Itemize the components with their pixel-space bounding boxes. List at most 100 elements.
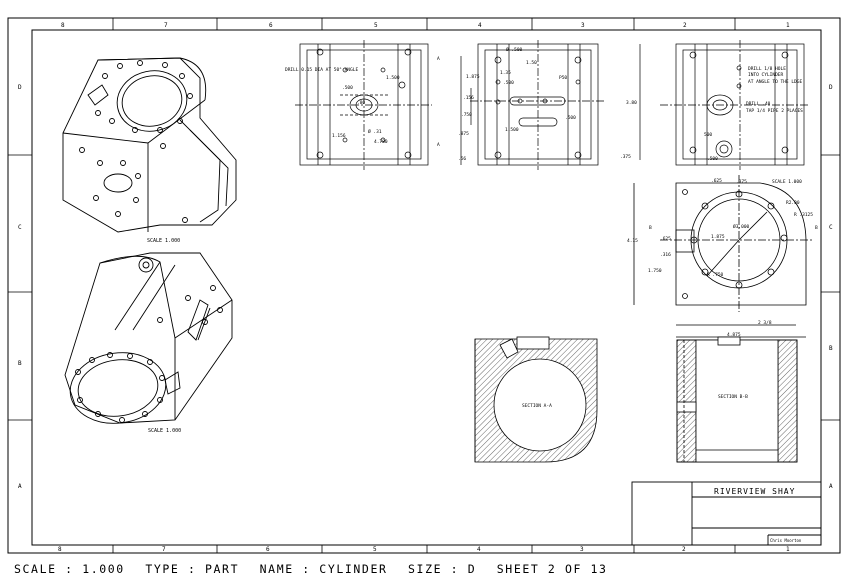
zone-row-label: D bbox=[18, 84, 22, 91]
section-a-a-label: SECTION A-A bbox=[522, 403, 552, 409]
dimension-label: .375 bbox=[620, 154, 631, 160]
zone-col-label: 8 bbox=[58, 546, 62, 553]
dimension-label: Ø .500 bbox=[506, 46, 523, 53]
zone-col-label: 1 bbox=[786, 546, 790, 553]
zone-col-label: 2 bbox=[682, 546, 686, 553]
dimension-label: 2 3/8 bbox=[758, 320, 772, 326]
sheet-footer: SCALE : 1.000 TYPE : PART NAME : CYLINDE… bbox=[14, 562, 620, 576]
footer-type: TYPE : PART bbox=[145, 562, 240, 576]
ortho-view-3-notes: 3.80 DRILL 1/8 HOLE INTO CYLINDER AT ANG… bbox=[620, 66, 803, 162]
zone-row-label: C bbox=[18, 224, 22, 231]
dimension-label: Ø .31 bbox=[368, 128, 382, 135]
drill-note: DRILL 1/8 HOLE bbox=[748, 66, 786, 72]
zone-col-label: 6 bbox=[266, 546, 270, 553]
zone-col-label: 7 bbox=[162, 546, 166, 553]
title-block-drawn-by: Chris Moorton bbox=[770, 538, 802, 543]
zone-row-label: B bbox=[18, 360, 22, 367]
inner-border bbox=[31, 29, 822, 546]
dimension-label: R2.00 bbox=[786, 200, 800, 206]
dimension-label: .500 bbox=[342, 85, 353, 91]
zone-col-label: 3 bbox=[580, 546, 584, 553]
zone-col-label: 8 bbox=[61, 22, 65, 29]
isometric-view-top bbox=[62, 57, 237, 233]
isometric-view-bottom bbox=[64, 252, 233, 424]
zone-row-label: A bbox=[829, 483, 833, 490]
dimension-label: 3.80 bbox=[626, 100, 637, 106]
dimension-label: 4.15 bbox=[627, 238, 638, 244]
title-block bbox=[631, 481, 822, 546]
zone-col-label: 2 bbox=[683, 22, 687, 29]
dimension-label: 500 bbox=[704, 132, 712, 138]
dimension-label: .750 bbox=[461, 112, 472, 118]
dimension-label: .500 bbox=[707, 156, 718, 162]
dimension-label: 1.750 bbox=[648, 268, 662, 274]
zone-col-label: 4 bbox=[477, 546, 481, 553]
cutting-plane-label: A bbox=[437, 142, 440, 148]
footer-size: SIZE : D bbox=[408, 562, 477, 576]
ortho-view-3 bbox=[639, 40, 810, 170]
zone-col-label: 4 bbox=[478, 22, 482, 29]
zone-row-label: D bbox=[829, 84, 833, 91]
dimension-label: 1.500 bbox=[505, 127, 519, 133]
section-a-a-view bbox=[474, 336, 598, 463]
drill-note: INTO CYLINDER bbox=[748, 72, 784, 78]
zone-col-label: 3 bbox=[581, 22, 585, 29]
ortho-view-2-dims: Ø .500 1.50 1.35 1.875 .156 .750 .875 .5… bbox=[437, 46, 576, 162]
side-view-bore bbox=[633, 175, 812, 338]
zone-row-label: A bbox=[18, 483, 22, 490]
section-b-b-label: SECTION B-B bbox=[718, 394, 748, 400]
iso-bottom-scale-label: SCALE 1.000 bbox=[148, 428, 181, 434]
ortho-view-1 bbox=[295, 40, 432, 170]
dimension-label: .316 bbox=[660, 252, 671, 258]
dimension-label: .500 bbox=[503, 80, 514, 86]
footer-sheet: SHEET 2 OF 13 bbox=[496, 562, 608, 576]
cutting-plane-label: B bbox=[815, 225, 818, 231]
zone-labels-left: D C B A bbox=[18, 84, 22, 490]
dimension-label: 1.156 bbox=[332, 133, 346, 139]
zone-col-label: 6 bbox=[269, 22, 273, 29]
zone-ticks bbox=[8, 18, 840, 553]
zone-col-label: 5 bbox=[373, 546, 377, 553]
drill-note: AT ANGLE TO THE LDGE bbox=[748, 79, 802, 85]
scale-label: SCALE 1.000 bbox=[772, 179, 802, 185]
zone-labels-right: D C B A bbox=[829, 84, 833, 490]
title-block-title: RIVERVIEW SHAY bbox=[714, 487, 795, 496]
dimension-label: 1.875 bbox=[466, 74, 480, 80]
drill-note: TAP 1/4 PIPE 2 PLACES bbox=[746, 108, 803, 114]
drill-note-angle: DRILL 0.15 DIA AT 50° ANGLE bbox=[285, 67, 358, 73]
dimension-label: 4.780 bbox=[374, 139, 388, 145]
ortho-view-2 bbox=[460, 40, 605, 170]
dimension-label: .375 bbox=[736, 179, 747, 185]
dimension-label: .625 bbox=[660, 236, 671, 242]
section-b-b-view bbox=[676, 336, 798, 463]
drill-note: DRILL .40 bbox=[746, 101, 771, 107]
dimension-label: .625 bbox=[711, 178, 722, 184]
dimension-label: .56 bbox=[458, 156, 466, 162]
outer-border bbox=[7, 17, 841, 554]
dimension-label: R .750 bbox=[707, 272, 724, 278]
iso-top-scale-label: SCALE 1.000 bbox=[147, 238, 180, 244]
zone-col-label: 5 bbox=[374, 22, 378, 29]
dimension-label: .875 bbox=[458, 131, 469, 137]
cutting-plane-label: A bbox=[437, 56, 440, 62]
footer-scale: SCALE : 1.000 bbox=[14, 562, 125, 576]
ortho-view-1-notes: DRILL 0.15 DIA AT 50° ANGLE 1.500 .500 .… bbox=[285, 67, 400, 145]
dimension-label: R .3125 bbox=[794, 212, 813, 218]
dimension-label: 1.50 bbox=[526, 60, 537, 66]
dimension-label: .156 bbox=[463, 95, 474, 101]
zone-labels-top: 8 7 6 5 4 3 2 1 bbox=[61, 22, 790, 29]
side-view-dims: SCALE 1.000 .625 R2.00 .375 R .3125 Ø3.0… bbox=[627, 178, 818, 338]
dimension-label: Ø3.000 bbox=[733, 223, 750, 230]
dimension-label: P50 bbox=[559, 75, 567, 81]
dimension-label: 4.875 bbox=[727, 332, 741, 338]
dimension-label: .80 bbox=[357, 100, 365, 106]
dimension-label: 1.500 bbox=[386, 75, 400, 81]
zone-labels-bottom: 8 7 6 5 4 3 2 1 bbox=[58, 546, 790, 553]
zone-row-label: B bbox=[829, 345, 833, 352]
zone-row-label: C bbox=[829, 224, 833, 231]
dimension-label: .500 bbox=[565, 115, 576, 121]
dimension-label: 1.875 bbox=[711, 234, 725, 240]
cutting-plane-label: B bbox=[649, 225, 652, 231]
zone-col-label: 7 bbox=[164, 22, 168, 29]
